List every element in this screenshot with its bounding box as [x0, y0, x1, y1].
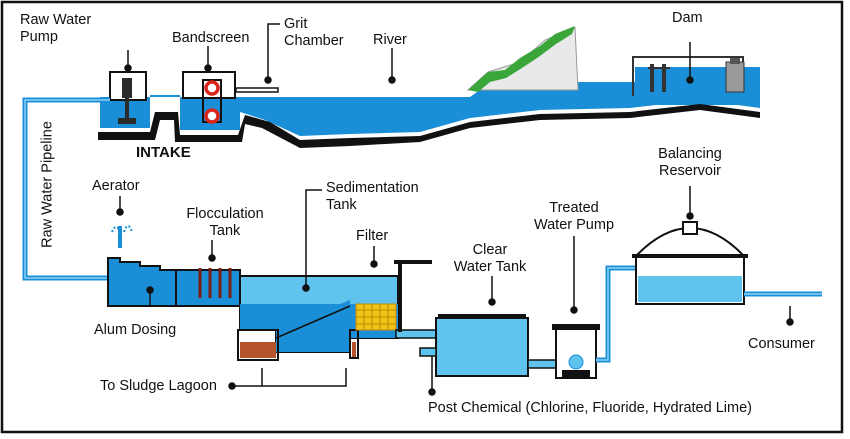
treated-water-pump-label: Treated Water Pump: [524, 200, 624, 234]
sludge-2: [352, 342, 356, 358]
balancing-reservoir-label-line2: Reservoir: [658, 163, 722, 179]
flocculation-tank-label-line1: Flocculation: [186, 206, 264, 222]
sedimentation-tank-label-line1: Sedimentation: [326, 180, 419, 196]
aerator-steps: [107, 257, 179, 307]
treated-water-pump: [568, 354, 584, 370]
filter-vent: [398, 262, 402, 332]
reservoir-water: [638, 276, 742, 302]
intake-pump-inlet: [118, 118, 136, 124]
grit-chamber-label-line1: Grit: [284, 16, 308, 32]
sedimentation-tank-label-line2: Tank: [326, 197, 357, 213]
treated-water-pump-roof: [552, 324, 600, 330]
aerator-label: Aerator: [92, 178, 140, 194]
treated-water-pump-label-line1: Treated: [549, 200, 599, 216]
bandscreen-label: Bandscreen: [172, 30, 250, 46]
balancing-reservoir-label-line1: Balancing: [658, 146, 722, 162]
reservoir-vent: [682, 221, 698, 235]
intake-label: INTAKE: [136, 144, 191, 161]
sludge-sump-right: [349, 329, 359, 359]
post-chemical-pipe: [419, 347, 437, 357]
dam-gate-left: [650, 64, 654, 92]
clear-water-tank-lid: [438, 314, 526, 319]
clear-to-pump-pipe: [527, 359, 559, 369]
river-water: [100, 67, 760, 136]
dam-control-cap: [730, 58, 740, 64]
filter-vent-cap: [394, 260, 432, 264]
balancing-reservoir-label: Balancing Reservoir: [640, 146, 740, 180]
river-label: River: [373, 32, 407, 48]
post-chemical-label: Post Chemical (Chlorine, Fluoride, Hydra…: [428, 400, 752, 416]
alum-dosing-label: Alum Dosing: [94, 322, 177, 338]
dam-label: Dam: [672, 10, 703, 26]
raw-water-pump-label-line2: Pump: [20, 29, 58, 45]
clear-water-tank-label-line1: Clear: [472, 242, 508, 258]
filter-label: Filter: [356, 228, 389, 244]
sedimentation-slope: [275, 305, 351, 339]
bandscreen-ring-bottom: [204, 108, 220, 124]
clear-water-tank-label-line2: Water Tank: [453, 259, 527, 275]
sludge-sump-left: [237, 329, 279, 361]
raw-water-pipeline-label: Raw Water Pipeline: [39, 121, 56, 248]
flocculation-tank-label-line2: Tank: [209, 223, 241, 239]
grit-chamber-label: Grit Chamber: [284, 16, 344, 50]
grit-chamber-wall: [235, 87, 279, 93]
leader-lines: [116, 23, 794, 396]
filter-grid: [356, 304, 396, 330]
hill-vegetation: [468, 26, 575, 92]
dam-gate-right: [662, 64, 666, 92]
sludge-lagoon-label: To Sludge Lagoon: [100, 378, 217, 394]
clear-water-tank-label: Clear Water Tank: [442, 242, 538, 276]
sludge: [240, 342, 276, 358]
consumer-label: Consumer: [748, 336, 815, 352]
rising-main-inner: [596, 267, 636, 361]
intake-pump-shaft: [125, 98, 129, 120]
sedimentation-hopper: [276, 300, 350, 352]
raw-water-pipe-inner: [24, 99, 110, 279]
clear-water-tank: [435, 317, 529, 377]
aerator-spray: [111, 225, 133, 233]
grit-chamber-label-line2: Chamber: [284, 33, 344, 49]
reservoir-rim: [632, 254, 748, 258]
bandscreen-ring-top: [204, 80, 220, 96]
flocculation-tank-label: Flocculation Tank: [178, 206, 272, 240]
flocculator-paddles: [198, 268, 232, 298]
intake-pump: [122, 78, 132, 98]
raw-water-pump-label: Raw Water Pump: [20, 12, 91, 46]
treated-water-pump-label-line2: Water Pump: [533, 217, 615, 233]
river-bed: [98, 100, 760, 148]
dam-control-box: [725, 61, 745, 93]
treated-water-pump-base: [562, 370, 590, 378]
aerator-nozzle: [118, 226, 122, 248]
raw-water-pump-label-line1: Raw Water: [20, 12, 92, 28]
sedimentation-tank-label: Sedimentation Tank: [326, 180, 419, 214]
